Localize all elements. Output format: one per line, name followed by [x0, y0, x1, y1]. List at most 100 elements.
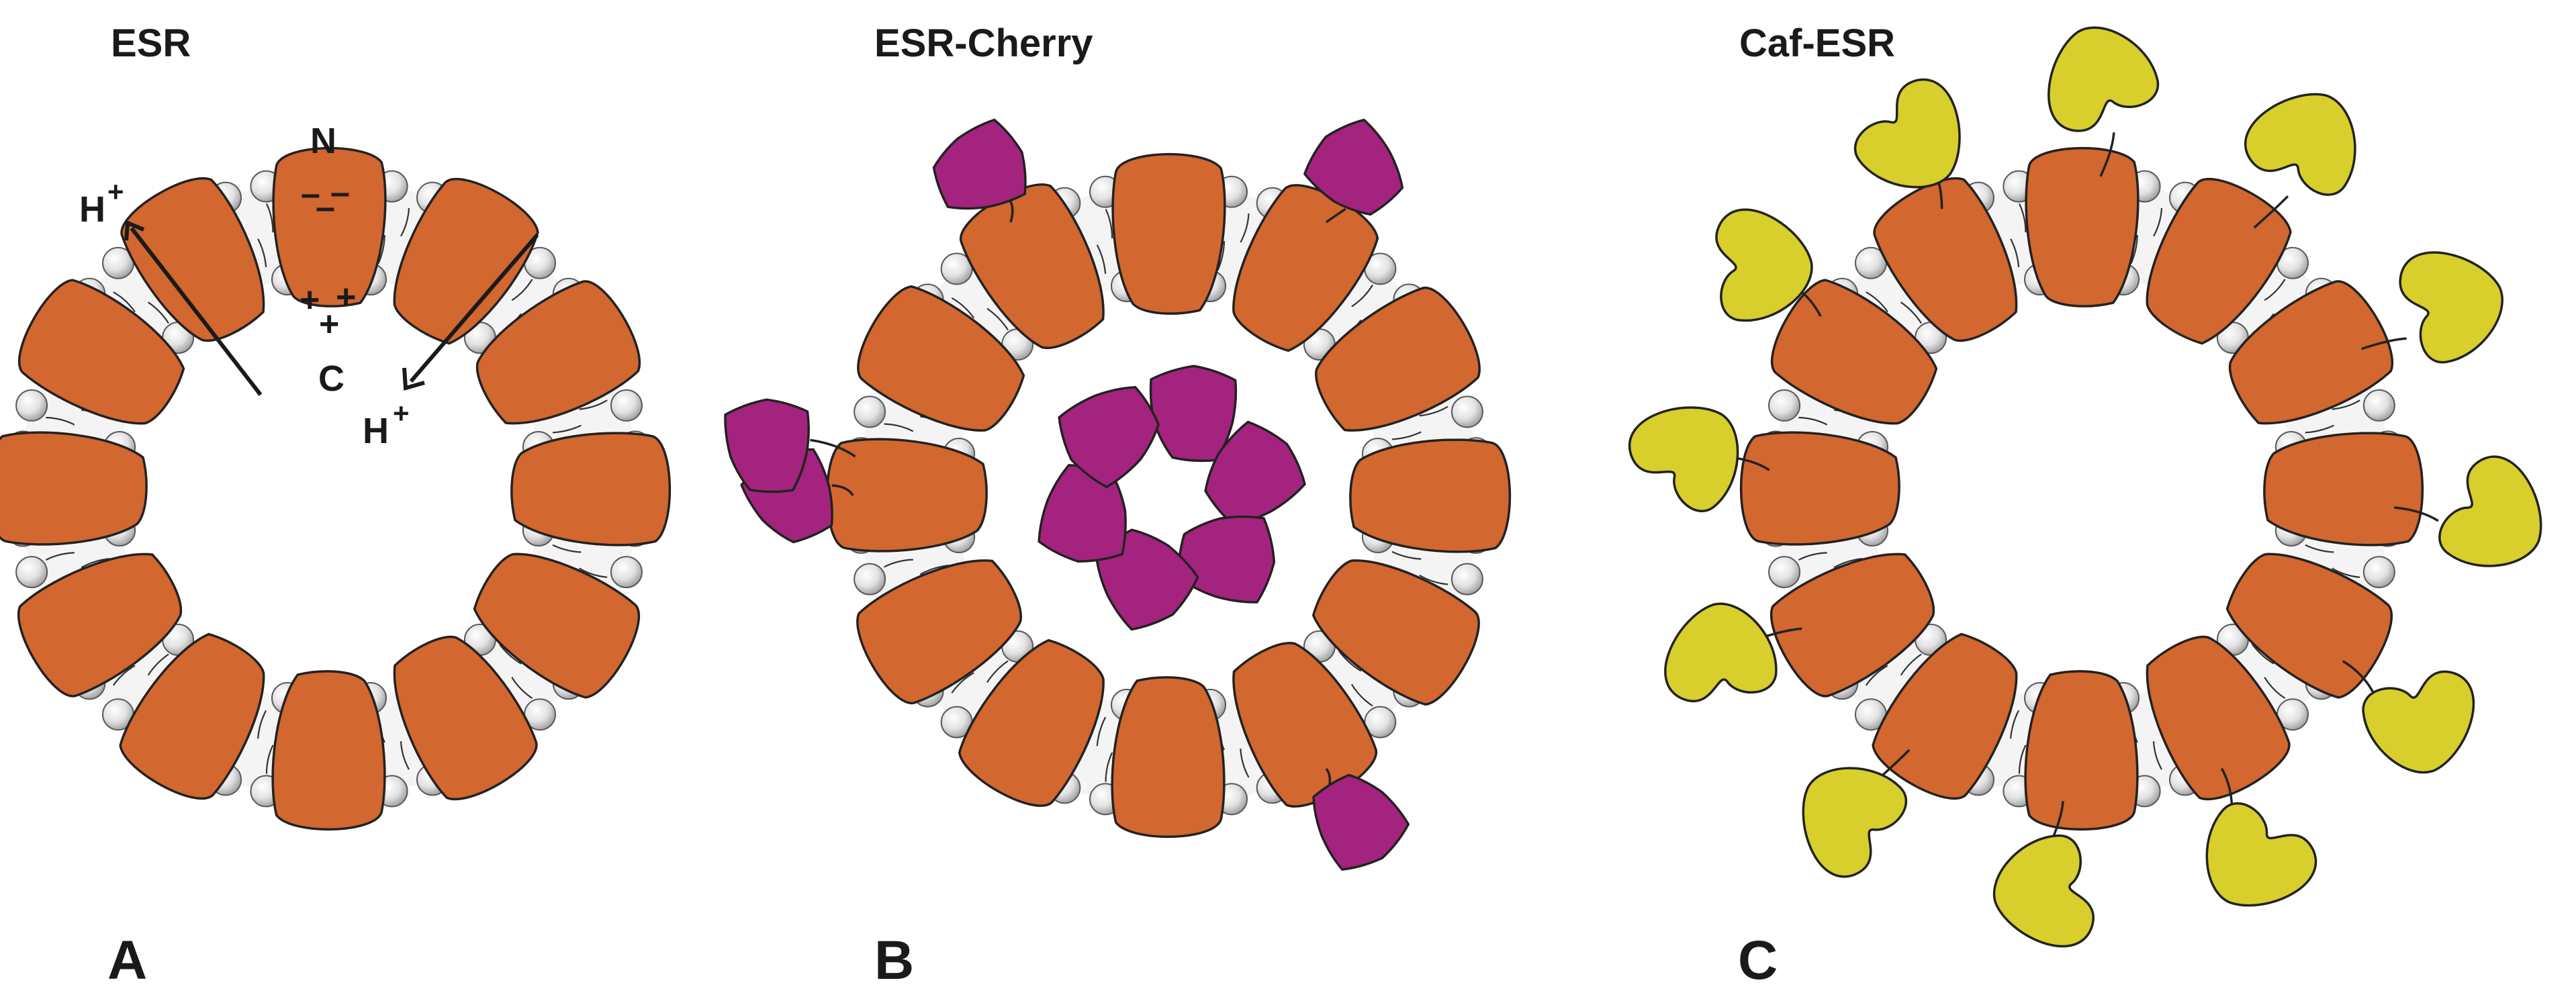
- lipid-tail: [1240, 748, 1250, 778]
- linker: [2099, 132, 2115, 177]
- lipid-tail: [1391, 431, 1422, 440]
- esr-protomer: [393, 635, 538, 800]
- lipid-tail: [377, 234, 385, 265]
- lipid-tail: [1900, 301, 1922, 324]
- cherry-protein: [1204, 420, 1306, 526]
- panel-a-annotations: [124, 220, 539, 396]
- panel-a-title: ESR: [111, 21, 191, 65]
- lipid-tail: [1105, 208, 1113, 239]
- cherry-protein: [724, 398, 810, 493]
- esr-protomer: [120, 177, 265, 342]
- esr-protomer: [1111, 676, 1226, 839]
- esr-protomers: [825, 152, 1512, 839]
- lipid-tail: [2130, 234, 2138, 265]
- esr-protomer: [17, 279, 185, 425]
- esr-protomer: [960, 183, 1105, 349]
- panel-b-letter: B: [874, 930, 914, 991]
- lipid-tail: [45, 552, 75, 561]
- cherry-tags: [724, 398, 856, 493]
- caf-protein: [2399, 251, 2503, 364]
- lipid-tail: [257, 238, 267, 267]
- lipid-tail: [552, 544, 582, 553]
- cherry-tags: [740, 118, 1410, 871]
- lipid-tail: [2152, 741, 2162, 770]
- proton-charge-right: +: [393, 397, 410, 429]
- lipid-tail: [1419, 574, 1448, 585]
- positive-charge: +: [336, 278, 356, 317]
- lipid-tail: [1240, 213, 1250, 243]
- lipid-tail: [46, 416, 75, 426]
- lipid-head: [610, 389, 643, 422]
- lipid-tail: [2305, 424, 2334, 434]
- panel-a-esr-ring: [0, 146, 672, 831]
- proton-label-left: H: [79, 189, 105, 230]
- lipid-head: [1451, 563, 1483, 596]
- lipid-tail: [2264, 677, 2286, 700]
- lipid-tail: [2153, 207, 2163, 237]
- lipid-tail: [986, 660, 1009, 683]
- lipid-tail: [1391, 551, 1422, 560]
- lipid-tail: [1419, 406, 1448, 417]
- lipid-head: [854, 395, 886, 428]
- esr-protomer: [2024, 670, 2139, 831]
- caf-protein: [1664, 602, 1778, 703]
- proton-charge-left: +: [107, 176, 124, 207]
- caf-protein: [1854, 78, 1961, 189]
- lipid-head: [1768, 556, 1801, 589]
- negative-charge: –: [330, 173, 350, 212]
- caf-protein: [2205, 802, 2317, 907]
- esr-protomer: [510, 432, 672, 546]
- cherry-protein: [1177, 515, 1276, 604]
- linker: [1325, 207, 1346, 224]
- esr-protomer: [473, 553, 641, 699]
- esr-protomer: [856, 559, 1022, 704]
- linker: [2361, 337, 2407, 350]
- lipid-head: [2362, 556, 2395, 589]
- esr-protomer: [272, 146, 387, 307]
- esr-protomer: [2263, 432, 2424, 546]
- lipid-tail: [951, 672, 974, 694]
- lipid-tail: [81, 558, 110, 569]
- esr-protomer: [1770, 279, 1938, 425]
- esr-protomer: [1739, 431, 1900, 546]
- esr-protomer: [857, 285, 1025, 432]
- esr-protomer: [0, 431, 148, 546]
- esr-protomer: [1770, 553, 1935, 698]
- esr-protomer: [2146, 177, 2292, 345]
- cherry-protein: [1058, 386, 1160, 489]
- lipid-head: [15, 556, 48, 589]
- proton-label-right: H: [363, 411, 389, 451]
- lipid-tail: [1865, 665, 1888, 686]
- lipid-tail: [400, 741, 410, 770]
- lipid-tail: [2018, 745, 2027, 774]
- inner-cherry-cluster: [1038, 365, 1306, 631]
- lipid-tail: [400, 207, 410, 237]
- lipid-tail: [552, 424, 582, 434]
- lipid-tail: [498, 643, 522, 665]
- lipid-tail: [1798, 552, 1827, 561]
- panel-c-letter: C: [1738, 930, 1778, 991]
- lipid-tail: [2305, 544, 2334, 553]
- lipid-tail: [2010, 710, 2020, 739]
- lipid-tail: [1105, 752, 1113, 782]
- lipid-tail: [2264, 279, 2286, 301]
- cherry-protein: [1312, 773, 1410, 871]
- lipid-tail: [579, 399, 608, 410]
- caf-protein: [2048, 26, 2160, 132]
- lipid-tail: [2019, 203, 2027, 233]
- cherry-protein: [932, 118, 1027, 210]
- esr-protomer: [958, 638, 1105, 807]
- esr-protomer: [2146, 635, 2291, 800]
- lipid-tail: [147, 653, 169, 676]
- caf-tags: [1628, 26, 2542, 948]
- esr-protomer: [17, 553, 183, 698]
- lipid-tail: [1096, 244, 1107, 274]
- panel-c-caf-esr-ring: [1628, 26, 2542, 948]
- lipid-tail: [113, 291, 136, 313]
- lipid-tail: [1866, 291, 1888, 313]
- n-terminus-label: N: [310, 121, 336, 161]
- caf-protein: [1628, 406, 1739, 512]
- lipid-head: [2362, 389, 2395, 422]
- lipid-tail: [1350, 683, 1373, 707]
